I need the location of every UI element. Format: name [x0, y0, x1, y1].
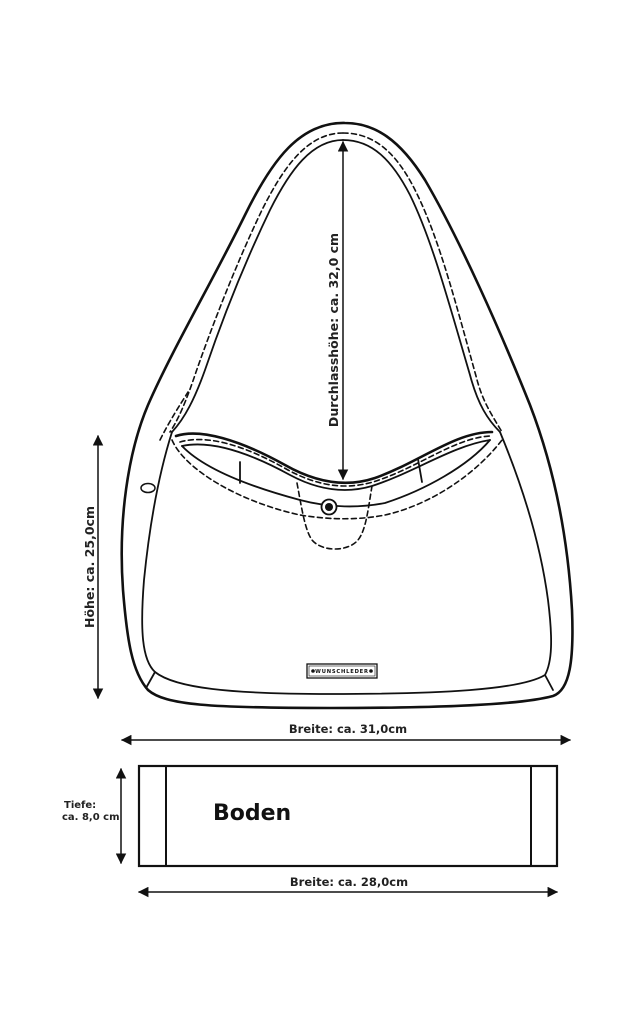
- base-piping: [154, 671, 546, 695]
- strap-stitch-left-outer: [159, 391, 189, 441]
- opening-stitch: [179, 435, 491, 487]
- base-width-dimension: Breite: ca. 28,0cm: [137, 875, 559, 898]
- bag-illustration: WUNSCHLEDER: [120, 121, 574, 710]
- strap-stitch-right: [342, 132, 503, 433]
- depth-label-line1: Tiefe:: [64, 800, 96, 811]
- width-dimension: Breite: ca. 31,0cm: [120, 722, 572, 746]
- snap-button-center: [325, 503, 333, 511]
- gusset-line-right: [417, 458, 423, 483]
- front-stitch: [171, 439, 503, 520]
- base-width-label: Breite: ca. 28,0cm: [290, 875, 408, 889]
- opening-front-edge: [181, 439, 491, 508]
- body-inner-right: [499, 431, 553, 676]
- width-label: Breite: ca. 31,0cm: [289, 722, 407, 736]
- depth-dimension: Tiefe: ca. 8,0 cm: [62, 767, 127, 865]
- bag-outer-outline: [120, 121, 574, 710]
- brand-patch: WUNSCHLEDER: [306, 663, 378, 679]
- body-inner-left: [141, 431, 173, 673]
- strap-drop-dimension: Durchlasshöhe: ca. 32,0 cm: [326, 140, 349, 481]
- strap-stitch-left: [169, 132, 344, 433]
- strap-inner-right: [342, 139, 501, 433]
- strap-drop-label: Durchlasshöhe: ca. 32,0 cm: [326, 233, 341, 427]
- depth-label-line2: ca. 8,0 cm: [62, 812, 120, 823]
- strap-inner-left: [171, 139, 344, 433]
- base-panel-label: Boden: [213, 801, 291, 826]
- base-panel: Boden: [137, 764, 559, 868]
- base-seam-left: [145, 671, 156, 689]
- side-loop: [140, 482, 156, 494]
- closure-tab-flap: [296, 482, 373, 550]
- opening-rim-top: [174, 430, 494, 485]
- height-label: Höhe: ca. 25,0cm: [82, 506, 97, 628]
- brand-label: WUNSCHLEDER: [315, 669, 369, 675]
- opening-rim-inner: [181, 439, 491, 491]
- height-dimension: Höhe: ca. 25,0cm: [82, 434, 104, 700]
- base-seam-right: [544, 674, 554, 691]
